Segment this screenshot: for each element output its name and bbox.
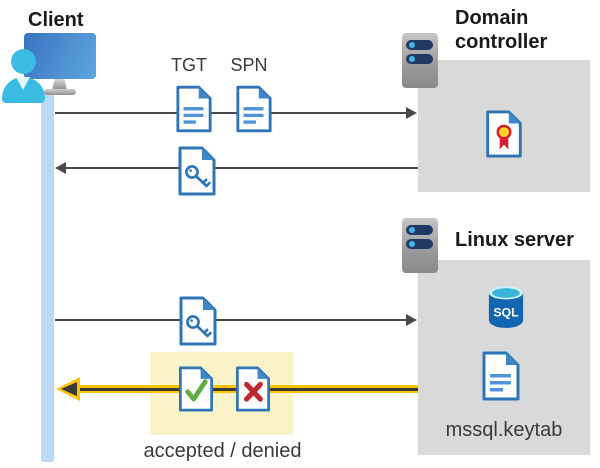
client-title: Client: [28, 9, 84, 31]
key-document-icon: [179, 296, 217, 346]
domain-controller-title: Domain controller: [455, 6, 547, 54]
tgt-document-icon: [176, 85, 212, 133]
arrowhead-left-icon: [55, 162, 66, 174]
result-label: accepted / denied: [143, 440, 302, 462]
sql-label: SQL: [493, 306, 519, 320]
domain-controller-title-line1: Domain: [455, 7, 529, 29]
spn-document-icon: [236, 85, 272, 133]
user-collar: [16, 77, 30, 90]
sql-database-icon: SQL: [488, 286, 524, 328]
key-document-icon: [178, 146, 216, 196]
arrowhead-left-dark-icon: [61, 382, 77, 396]
domain-controller-server-icon: [402, 33, 438, 88]
keytab-label: mssql.keytab: [445, 419, 563, 441]
user-icon: [11, 49, 36, 74]
arrow-dc-to-client: [64, 167, 418, 169]
x-document-icon: [235, 366, 271, 412]
linux-server-title: Linux server: [455, 229, 574, 251]
linux-server-icon: [402, 218, 438, 273]
monitor-icon: [24, 33, 96, 79]
check-document-icon: [178, 366, 214, 412]
arrow-client-to-dc: [55, 112, 407, 114]
arrow-client-to-linux: [55, 319, 407, 321]
keytab-document-icon: [482, 351, 520, 401]
arrowhead-right-icon: [406, 314, 417, 326]
monitor-base: [44, 89, 76, 95]
client-lifeline: [41, 94, 54, 462]
certificate-document-icon: [486, 110, 522, 158]
monitor-stand: [52, 79, 67, 90]
domain-controller-title-line2: controller: [455, 31, 548, 53]
tgt-label: TGT: [171, 55, 207, 75]
arrowhead-right-icon: [406, 107, 417, 119]
spn-label: SPN: [230, 55, 268, 75]
